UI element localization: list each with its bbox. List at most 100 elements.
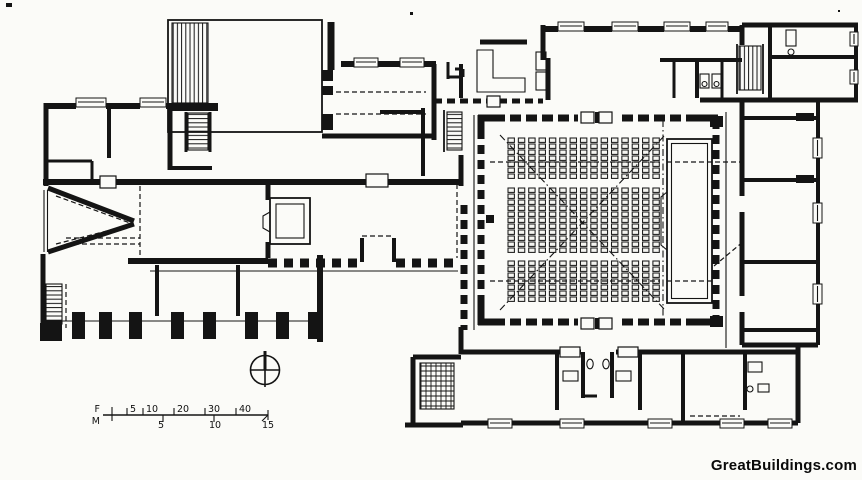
seat	[590, 290, 598, 296]
seat	[642, 143, 650, 149]
north-compass-icon	[249, 351, 281, 387]
seat	[579, 290, 588, 296]
seat	[528, 187, 536, 193]
seat	[559, 187, 567, 193]
seat	[507, 229, 515, 235]
seat	[559, 155, 567, 161]
seat	[631, 223, 640, 229]
seat	[528, 155, 536, 161]
seat	[610, 205, 619, 211]
seat	[621, 266, 629, 272]
seat	[642, 284, 650, 290]
seat	[538, 155, 546, 161]
seat	[548, 235, 557, 241]
stair-south	[419, 362, 455, 410]
seat	[569, 199, 578, 205]
seat	[652, 272, 660, 278]
seat	[642, 173, 650, 179]
seat	[528, 247, 536, 253]
seat	[652, 211, 660, 217]
scale-tick: 20	[177, 404, 189, 415]
seat	[507, 149, 515, 155]
seat	[652, 223, 660, 229]
seat	[528, 272, 536, 278]
seat	[652, 161, 660, 167]
seat	[507, 241, 515, 247]
stair-north	[736, 44, 764, 94]
stair-annex	[184, 112, 212, 152]
seat	[652, 193, 660, 199]
seat	[652, 241, 660, 247]
seat	[631, 260, 640, 266]
seat	[569, 296, 578, 302]
seat	[507, 223, 515, 229]
seat	[569, 247, 578, 253]
south-piers	[40, 312, 320, 341]
auditorium	[460, 110, 745, 348]
seat	[652, 149, 660, 155]
seat	[528, 167, 536, 173]
seat	[621, 193, 629, 199]
seat	[528, 229, 536, 235]
top-middle-rooms	[322, 39, 551, 354]
seat	[642, 229, 650, 235]
seat	[528, 161, 536, 167]
seat	[528, 193, 536, 199]
seat	[569, 290, 578, 296]
seat	[507, 296, 515, 302]
seat	[569, 143, 578, 149]
seat	[569, 205, 578, 211]
seat	[642, 296, 650, 302]
seat	[610, 266, 619, 272]
seat	[652, 296, 660, 302]
seat	[528, 149, 536, 155]
scale-bar: F M 5 10 20 30 40 5 10 15	[92, 404, 274, 431]
seat	[631, 137, 640, 143]
seat	[600, 205, 609, 211]
seat	[559, 211, 567, 217]
seat	[548, 296, 557, 302]
seat	[610, 149, 619, 155]
seat	[579, 284, 588, 290]
seat	[621, 290, 629, 296]
seat	[610, 199, 619, 205]
seat	[652, 199, 660, 205]
seat	[610, 217, 619, 223]
seat	[517, 149, 526, 155]
seat	[590, 187, 598, 193]
seat	[579, 260, 588, 266]
seat	[600, 155, 609, 161]
seat	[579, 205, 588, 211]
seat	[559, 241, 567, 247]
seat	[517, 193, 526, 199]
seat	[507, 247, 515, 253]
seat	[600, 296, 609, 302]
seat	[610, 260, 619, 266]
seat	[610, 247, 619, 253]
seat	[600, 284, 609, 290]
seat	[538, 235, 546, 241]
seat	[559, 173, 567, 179]
seat	[642, 266, 650, 272]
seat	[590, 223, 598, 229]
seat	[517, 223, 526, 229]
seat	[621, 143, 629, 149]
seat	[621, 155, 629, 161]
seat	[610, 229, 619, 235]
scale-tick: 30	[208, 404, 220, 415]
seat	[548, 205, 557, 211]
seat	[538, 199, 546, 205]
scale-tick: 5	[130, 404, 136, 415]
seat	[559, 266, 567, 272]
seat	[621, 272, 629, 278]
scan-specks	[6, 3, 840, 15]
seat	[538, 187, 546, 193]
seat	[538, 247, 546, 253]
seat	[590, 167, 598, 173]
seat	[548, 266, 557, 272]
seat	[538, 205, 546, 211]
seat	[528, 235, 536, 241]
seat	[631, 187, 640, 193]
seat	[642, 167, 650, 173]
seat	[642, 272, 650, 278]
